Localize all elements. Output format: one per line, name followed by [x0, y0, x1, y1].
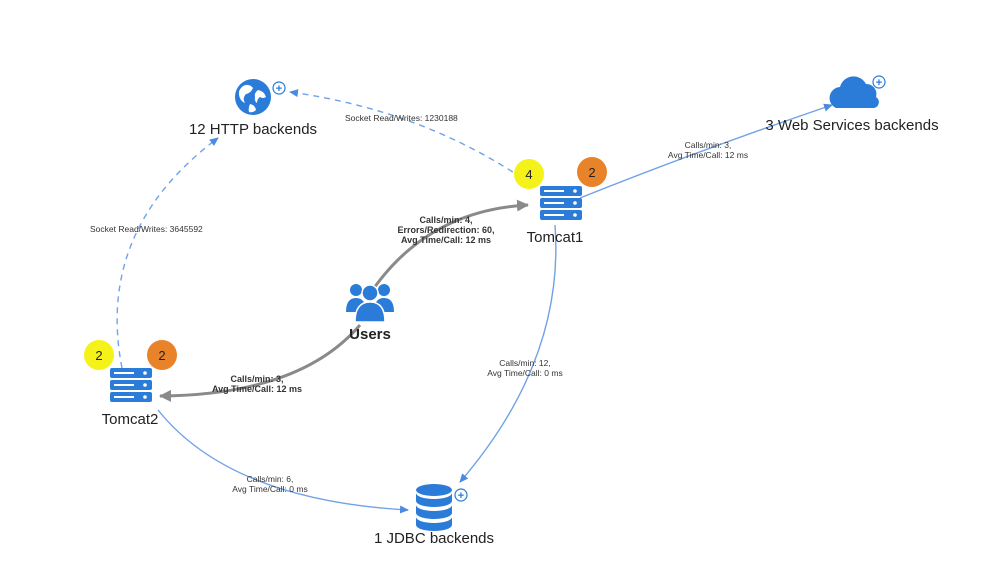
edge-tomcat1-jdbc[interactable]	[459, 224, 557, 483]
edge-label-users-tomcat1-calls: Calls/min: 4,	[419, 215, 472, 225]
yellow-badge: 4	[514, 159, 544, 189]
badge-count: 2	[95, 348, 102, 363]
expand-plus-icon[interactable]: +	[272, 81, 286, 95]
node-http-backends[interactable]: + 12 HTTP backends	[189, 79, 317, 138]
edge-label-tomcat1-http: Socket Read/Writes: 1230188	[345, 113, 458, 123]
node-jdbc-backends[interactable]: + 1 JDBC backends	[374, 484, 494, 547]
cloud-icon	[829, 76, 879, 108]
edge-label-tomcat1-jdbc-calls: Calls/min: 12,	[499, 358, 551, 368]
svg-text:+: +	[876, 77, 882, 89]
svg-text:+: +	[458, 490, 464, 502]
edge-label-users-tomcat1-avg: Avg Time/Call: 12 ms	[401, 235, 491, 245]
database-icon	[416, 484, 452, 531]
node-web-services-backends[interactable]: + 3 Web Services backends	[765, 75, 939, 134]
globe-icon	[235, 79, 271, 115]
edge-tomcat2-http[interactable]	[116, 137, 219, 369]
edge-label-tomcat1-jdbc-avg: Avg Time/Call: 0 ms	[487, 368, 562, 378]
expand-plus-icon[interactable]: +	[454, 488, 468, 502]
node-label-jdbc: 1 JDBC backends	[374, 530, 494, 547]
node-tomcat1[interactable]: 4 2 Tomcat1	[514, 157, 607, 246]
server-icon	[110, 368, 152, 402]
edge-label-users-tomcat2-calls: Calls/min: 3,	[230, 374, 283, 384]
badge-count: 2	[588, 165, 595, 180]
edge-labels: Socket Read/Writes: 1230188 Socket Read/…	[90, 113, 748, 494]
edge-label-users-tomcat1-errors: Errors/Redirection: 60,	[397, 225, 494, 235]
edge-label-tomcat2-jdbc-avg: Avg Time/Call: 0 ms	[232, 484, 307, 494]
edge-tomcat1-ws[interactable]	[579, 103, 833, 199]
node-label-web-services: 3 Web Services backends	[765, 117, 938, 134]
edge-tomcat1-http[interactable]	[289, 89, 523, 179]
edge-label-tomcat2-http: Socket Read/Writes: 3645592	[90, 224, 203, 234]
yellow-badge: 2	[84, 340, 114, 370]
svg-text:+: +	[276, 83, 282, 95]
users-icon	[346, 284, 394, 323]
node-users[interactable]: Users	[346, 284, 394, 343]
badge-count: 4	[525, 167, 532, 182]
edge-users-tomcat2[interactable]	[159, 324, 362, 402]
server-icon	[540, 186, 582, 220]
edge-users-tomcat1[interactable]	[372, 199, 529, 289]
node-label-users: Users	[349, 326, 391, 343]
node-label-tomcat1: Tomcat1	[527, 229, 584, 246]
node-label-http: 12 HTTP backends	[189, 121, 317, 138]
edge-tomcat2-jdbc[interactable]	[157, 409, 409, 514]
edge-label-users-tomcat2-avg: Avg Time/Call: 12 ms	[212, 384, 302, 394]
expand-plus-icon[interactable]: +	[872, 75, 886, 89]
edge-label-tomcat1-ws-calls: Calls/min: 3,	[685, 140, 732, 150]
node-tomcat2[interactable]: 2 2 Tomcat2	[84, 340, 177, 428]
badge-count: 2	[158, 348, 165, 363]
edge-label-tomcat1-ws-avg: Avg Time/Call: 12 ms	[668, 150, 748, 160]
orange-badge: 2	[577, 157, 607, 187]
edge-label-tomcat2-jdbc-calls: Calls/min: 6,	[247, 474, 294, 484]
node-label-tomcat2: Tomcat2	[102, 411, 159, 428]
edges	[116, 89, 833, 514]
orange-badge: 2	[147, 340, 177, 370]
